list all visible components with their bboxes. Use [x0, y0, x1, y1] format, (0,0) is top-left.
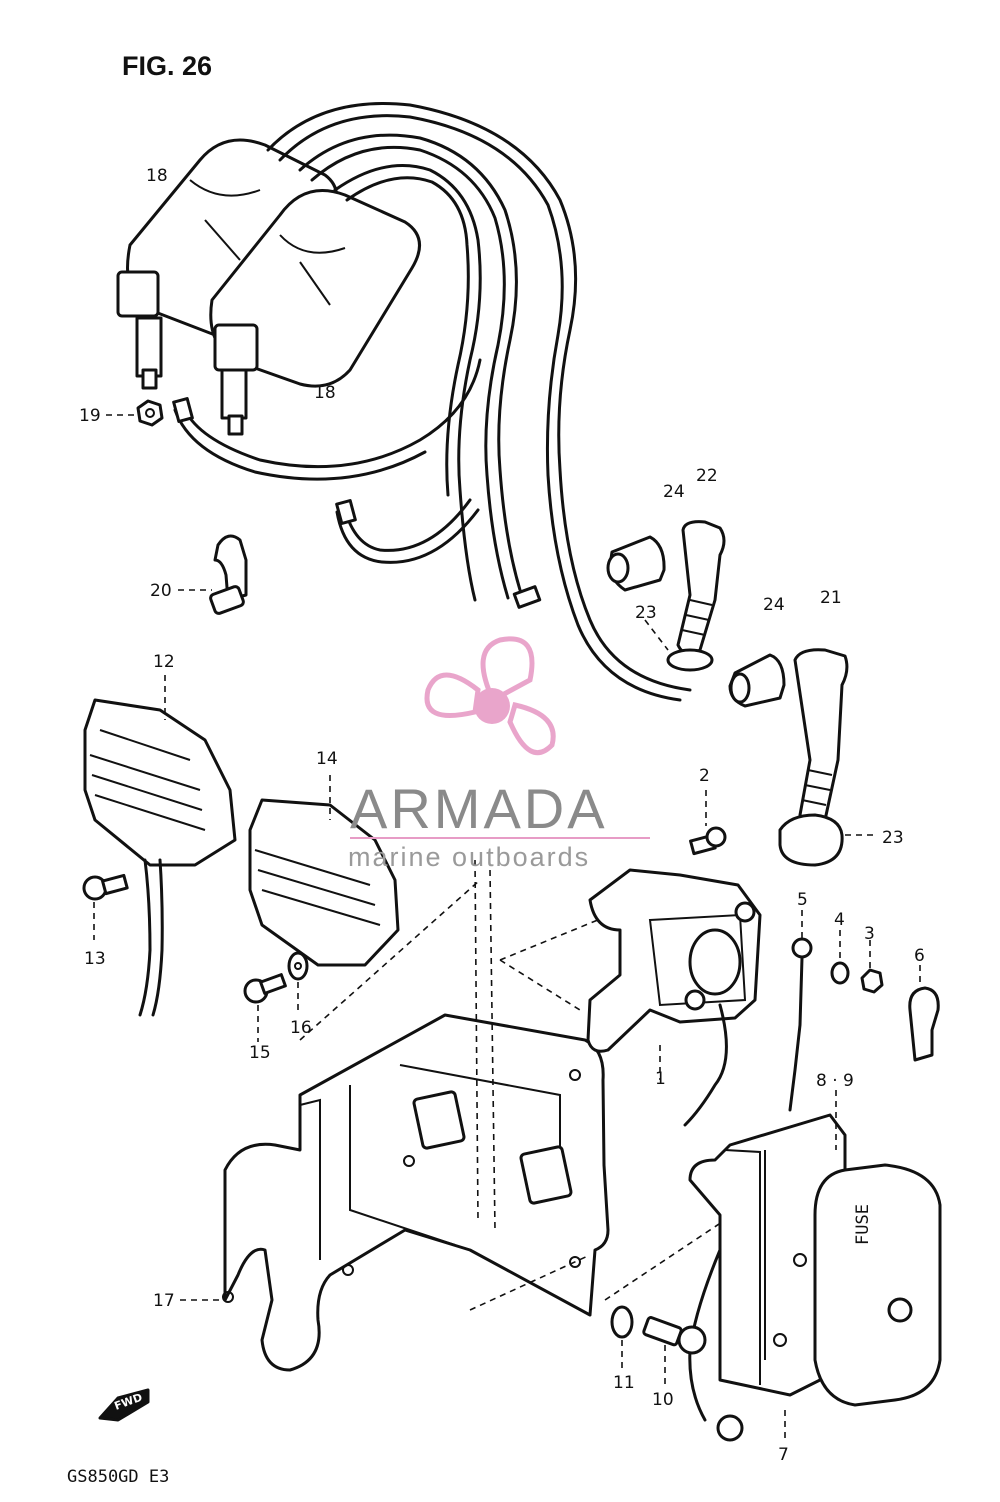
fuse-box-7: FUSE [688, 1090, 942, 1442]
callout-24-upper: 24 [663, 482, 685, 502]
callout-2: 2 [699, 766, 710, 786]
fuse-box-label: FUSE [853, 1204, 873, 1245]
callout-19: 19 [79, 406, 101, 426]
high-tension-leads [172, 101, 692, 702]
washer-16 [287, 951, 309, 1012]
watermark-brand: ARMADA [350, 777, 608, 840]
callout-23-upper: 23 [635, 603, 657, 623]
regulator-12 [83, 675, 237, 1017]
callout-17: 17 [153, 1291, 175, 1311]
callout-22: 22 [696, 466, 718, 486]
callout-21: 21 [820, 588, 842, 608]
callout-8-9: 8 · 9 [816, 1071, 854, 1091]
screw-2 [689, 790, 727, 856]
callout-5: 5 [797, 890, 808, 910]
callout-15: 15 [249, 1043, 271, 1063]
callout-11: 11 [613, 1373, 635, 1393]
nut-19 [106, 399, 164, 427]
callout-4: 4 [834, 910, 845, 930]
callout-labels: 18 18 19 20 24 22 23 24 21 12 14 13 15 1… [79, 166, 925, 1465]
washer-11 [610, 1305, 634, 1370]
figure-title: FIG. 26 [122, 51, 212, 81]
starter-relay-1 [586, 868, 762, 1127]
callout-12: 12 [153, 652, 175, 672]
nut-4 [830, 930, 850, 985]
callout-16: 16 [290, 1018, 312, 1038]
callout-7: 7 [778, 1445, 789, 1465]
callout-13: 13 [84, 949, 106, 969]
callout-20: 20 [150, 581, 172, 601]
spark-plug-cap-21 [793, 648, 849, 825]
lead-wire-5 [788, 910, 813, 1112]
callout-6: 6 [914, 946, 925, 966]
clamp-20 [178, 534, 248, 615]
bolt-10 [642, 1316, 707, 1385]
callout-3: 3 [864, 924, 875, 944]
callout-1: 1 [655, 1069, 666, 1089]
seal-24-upper [606, 535, 666, 592]
rectifier-14 [248, 775, 400, 967]
screw-13 [82, 873, 129, 940]
watermark-tagline: marine outboards [348, 842, 590, 872]
assembly-lines [299, 859, 741, 1311]
bolt-15 [243, 973, 287, 1042]
propeller-logo-icon [424, 636, 556, 756]
spark-plug-cap-22 [666, 520, 726, 672]
callout-14: 14 [316, 749, 338, 769]
callout-24-lower: 24 [763, 595, 785, 615]
plug-cover-23-lower [778, 813, 878, 867]
seal-24-lower [728, 653, 786, 708]
bracket-17 [180, 1013, 610, 1372]
ignition-coil-front [209, 189, 421, 436]
callout-18-upper: 18 [146, 166, 168, 186]
nut-3 [860, 940, 884, 994]
fwd-arrow-icon: FWD [98, 1388, 150, 1422]
callout-10: 10 [652, 1390, 674, 1410]
callout-23-lower: 23 [882, 828, 904, 848]
terminal-cap-6 [908, 965, 940, 1062]
armada-watermark: ARMADA marine outboards [348, 636, 650, 872]
model-code: GS850GD E3 [67, 1467, 169, 1487]
callout-18-lower: 18 [314, 383, 336, 403]
